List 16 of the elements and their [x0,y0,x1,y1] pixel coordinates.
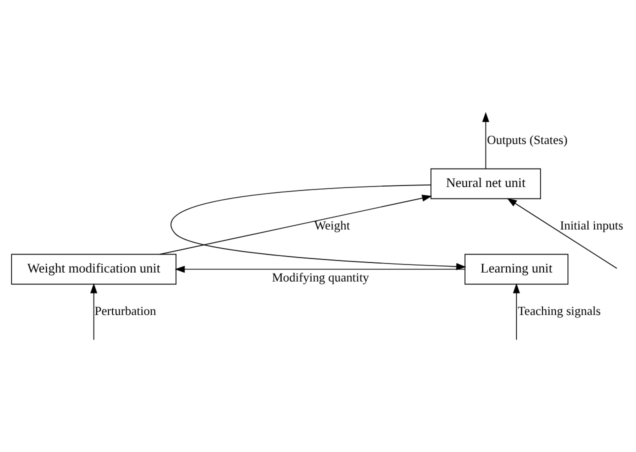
arrow [159,194,432,254]
arrow [482,112,490,168]
edge-label: Initial inputs [560,218,624,232]
edge-label: Perturbation [94,303,156,318]
node-box: Neural net unit [430,168,541,199]
node-box: Learning unit [464,253,568,284]
arrow [174,265,466,272]
edge-label: Outputs (States) [487,132,568,146]
edge-label: Modifying quantity [272,270,370,284]
arrow [170,184,466,270]
arrow [90,282,98,340]
edge-label: Weight [314,218,350,232]
edge-label: Teaching signals [518,303,601,318]
arrow [512,282,520,340]
node-box: Weight modification unit [11,253,176,284]
arrow [506,198,618,268]
